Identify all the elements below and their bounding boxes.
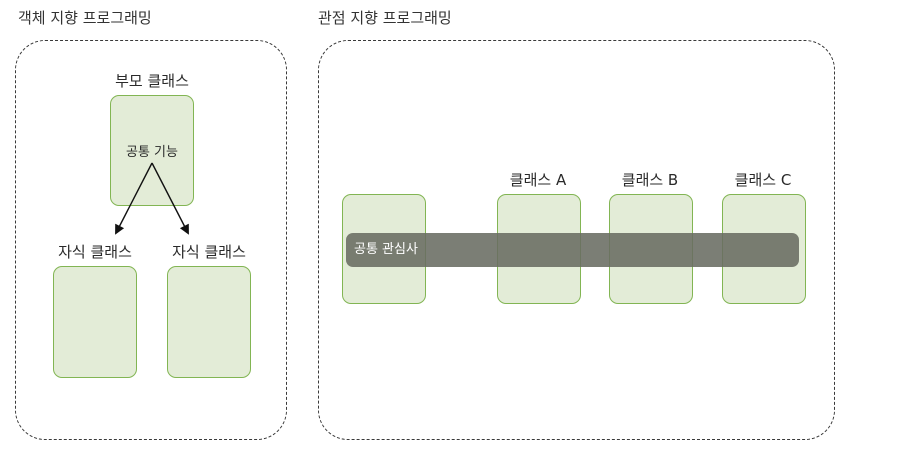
common-concern-label: 공통 관심사 (354, 242, 418, 257)
class-c-label: 클래스 C (734, 171, 792, 189)
common-feature-label: 공통 기능 (126, 145, 178, 160)
oop-section-title: 객체 지향 프로그래밍 (18, 9, 152, 27)
aop-section-title: 관점 지향 프로그래밍 (318, 9, 452, 27)
class-b-label: 클래스 B (621, 171, 679, 189)
common-concern-bar (346, 233, 799, 267)
child-class-left-box (53, 266, 137, 378)
arrow-to-right-child (151, 162, 189, 235)
parent-class-label: 부모 클래스 (115, 72, 189, 90)
class-a-label: 클래스 A (509, 171, 567, 189)
child-class-left-label: 자식 클래스 (58, 243, 132, 261)
oop-frame (15, 40, 287, 440)
parent-class-box (110, 95, 194, 206)
child-class-right-box (167, 266, 251, 378)
child-class-right-label: 자식 클래스 (172, 243, 246, 261)
arrow-to-left-child (115, 162, 153, 235)
aop-frame (318, 40, 835, 440)
